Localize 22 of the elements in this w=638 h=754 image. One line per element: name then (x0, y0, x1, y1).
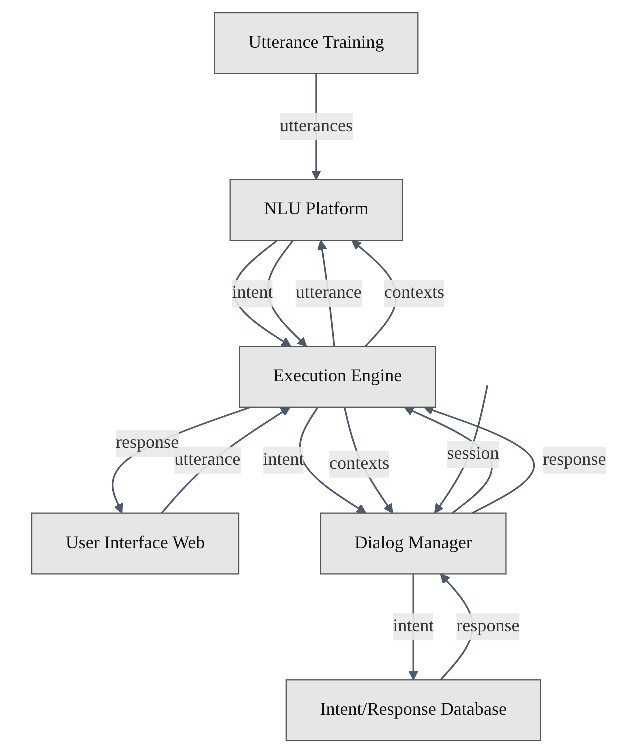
edge-label: contexts (384, 283, 444, 303)
node-box: Intent/Response Database (286, 680, 542, 742)
edge-label: session (447, 444, 500, 464)
node-box: User Interface Web (31, 512, 240, 575)
edge-label: utterance (174, 450, 241, 470)
edge-label: intent (263, 450, 304, 470)
edge-label: intent (392, 617, 434, 636)
node-box: Dialog Manager (320, 512, 507, 575)
edge-label: response (456, 617, 520, 636)
edge-label: intent (232, 283, 274, 303)
edge-label: utterance (296, 283, 362, 303)
edge-label: utterances (280, 116, 353, 136)
edge-label: contexts (329, 454, 390, 474)
edge-label: response (116, 433, 179, 452)
arrow (161, 406, 291, 514)
arrow (299, 406, 367, 514)
node-box: NLU Platform (230, 179, 404, 242)
arrow (424, 406, 535, 514)
node-box: Execution Engine (238, 346, 436, 408)
node-box: Utterance Training (214, 12, 419, 74)
edge-label: response (543, 450, 606, 470)
arrow (112, 406, 251, 514)
